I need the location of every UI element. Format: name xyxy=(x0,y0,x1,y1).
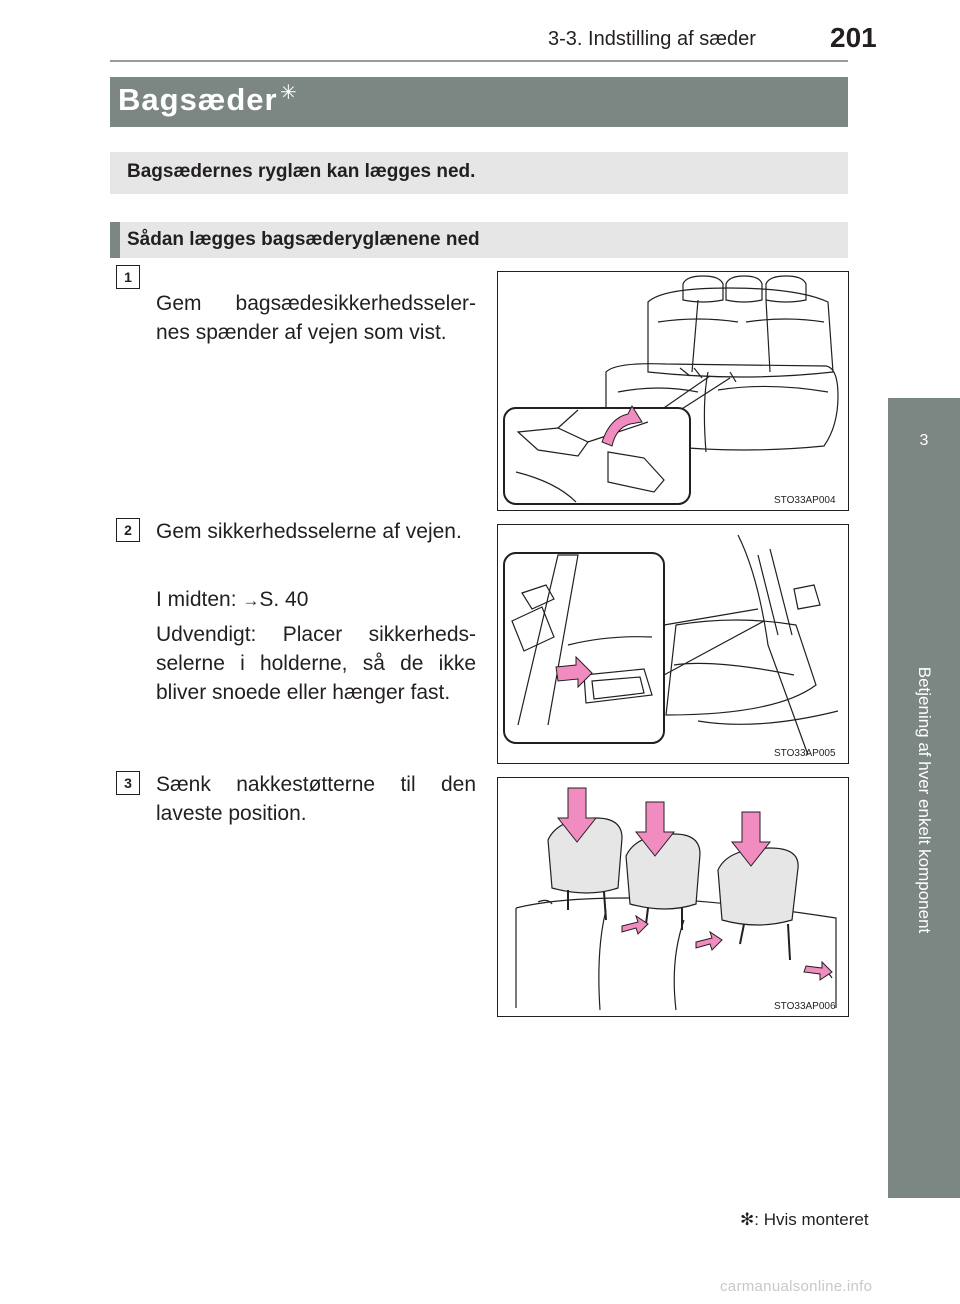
step-2-reference: I midten: →S. 40 xyxy=(156,585,308,615)
figure-seat-buckles: STO33AP004 xyxy=(497,271,849,511)
rear-seat-buckle-illustration: STO33AP004 xyxy=(503,275,839,506)
figure-code-1: STO33AP004 xyxy=(774,495,836,506)
step-number-2: 2 xyxy=(116,518,140,542)
asterisk-icon: ✳ xyxy=(280,82,297,104)
step-1-text: Gem bagsædesikkerhedsseler-nes spænder a… xyxy=(156,292,476,344)
header-rule xyxy=(110,60,848,62)
reference-prefix: I midten: xyxy=(156,588,243,611)
intro-box xyxy=(110,152,848,194)
figure-headrests: STO33AP006 xyxy=(497,777,849,1017)
subheading-accent xyxy=(110,222,120,258)
page-reference-link[interactable]: S. 40 xyxy=(259,588,309,611)
arrow-right-icon: → xyxy=(242,591,260,610)
figure-code-3: STO33AP006 xyxy=(774,1001,836,1012)
step-number-3: 3 xyxy=(116,771,140,795)
intro-text: Bagsædernes ryglæn kan lægges ned. xyxy=(127,161,476,182)
page-number: 201 xyxy=(830,22,877,53)
watermark: carmanualsonline.info xyxy=(720,1278,873,1295)
step-number-1: 1 xyxy=(116,265,140,289)
headrest-lowering-illustration: STO33AP006 xyxy=(515,787,837,1012)
step-2-note: Udvendigt: Placer sikkerheds-selerne i h… xyxy=(156,623,476,704)
title-bar xyxy=(110,77,848,127)
chapter-side-tab xyxy=(888,398,960,1198)
footnote: ✻: Hvis monteret xyxy=(740,1210,869,1229)
subheading: Sådan lægges bagsæderyglænene ned xyxy=(127,229,480,250)
chapter-number: 3 xyxy=(919,432,929,449)
subheading-bar xyxy=(110,222,848,258)
figure-code-2: STO33AP005 xyxy=(774,748,836,759)
step-3-text: Sænk nakkestøtterne til den laveste posi… xyxy=(156,773,476,825)
chapter-title: Betjening af hver enkelt komponent xyxy=(915,666,934,934)
page-title: Bagsæder xyxy=(118,82,278,117)
figure-belt-holder: STO33AP005 xyxy=(497,524,849,764)
header-section-title: 3-3. Indstilling af sæder xyxy=(548,28,756,50)
seat-belt-holder-illustration: STO33AP005 xyxy=(503,534,839,759)
step-2-text: Gem sikkerhedsselerne af vejen. xyxy=(156,520,462,543)
